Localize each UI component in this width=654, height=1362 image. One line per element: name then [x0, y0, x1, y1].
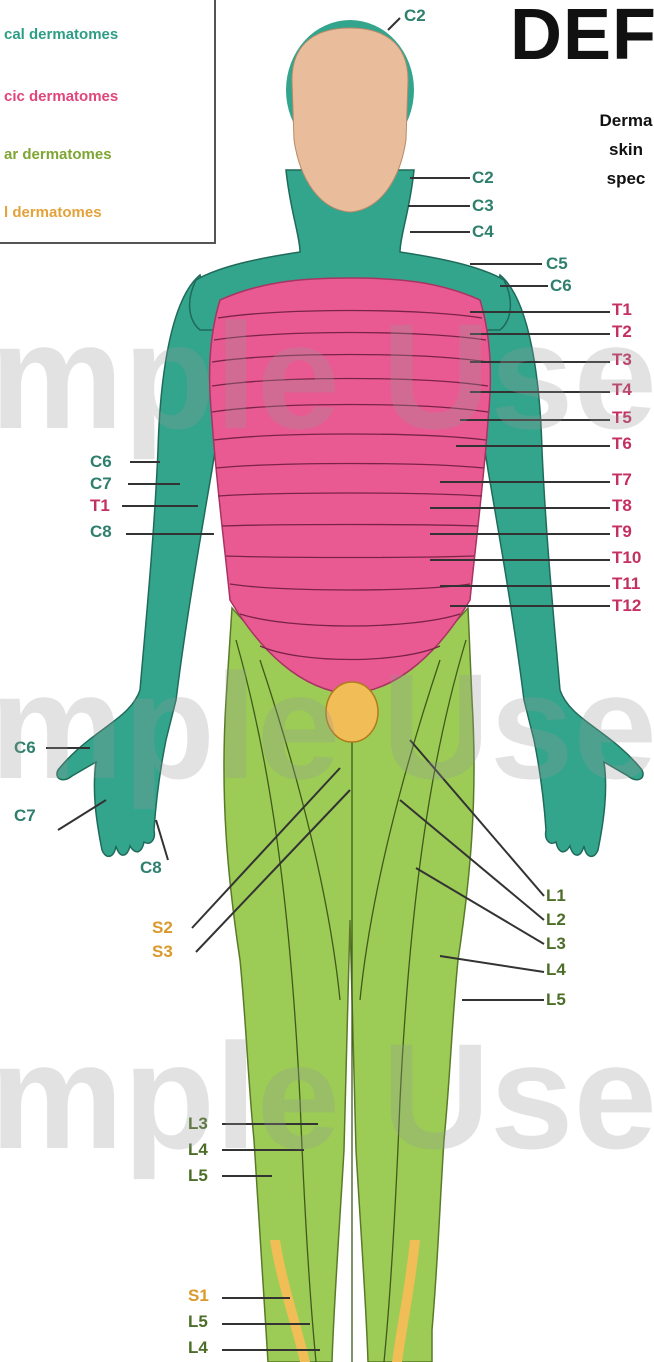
face: [292, 28, 408, 212]
thoracic-region-torso: [210, 278, 491, 694]
dermatome-label-c2: C2: [472, 168, 494, 188]
dermatome-label-c7: C7: [90, 474, 112, 494]
dermatome-label-l4: L4: [188, 1338, 208, 1358]
dermatome-label-t6: T6: [612, 434, 632, 454]
dermatome-label-c5: C5: [546, 254, 568, 274]
dermatome-label-t1: T1: [90, 496, 110, 516]
page-title: DEF: [510, 0, 654, 76]
sacral-region-genital: [326, 682, 378, 742]
dermatome-label-c8: C8: [140, 858, 162, 878]
dermatome-label-c3: C3: [472, 196, 494, 216]
legend-item-cervical: cal dermatomes: [4, 26, 118, 43]
legend-box: cal dermatomes cic dermatomes ar dermato…: [0, 0, 216, 244]
dermatome-label-c2: C2: [404, 6, 426, 26]
legend-item-lumbar: ar dermatomes: [4, 146, 112, 163]
dermatome-label-t1: T1: [612, 300, 632, 320]
subtitle-line: Derma: [566, 106, 654, 135]
dermatome-label-t5: T5: [612, 408, 632, 428]
dermatome-label-c6: C6: [550, 276, 572, 296]
dermatome-label-l5: L5: [188, 1166, 208, 1186]
cervical-region-left-arm: [57, 275, 226, 856]
dermatome-label-l5: L5: [188, 1312, 208, 1332]
legend-item-thoracic: cic dermatomes: [4, 88, 118, 105]
dermatome-label-t7: T7: [612, 470, 632, 490]
dermatome-label-t3: T3: [612, 350, 632, 370]
dermatome-label-s3: S3: [152, 942, 173, 962]
subtitle-line: skin: [566, 135, 654, 164]
dermatome-label-t8: T8: [612, 496, 632, 516]
dermatome-label-l1: L1: [546, 886, 566, 906]
subtitle: Derma skin spec: [566, 106, 654, 193]
dermatome-label-t2: T2: [612, 322, 632, 342]
dermatome-label-c4: C4: [472, 222, 494, 242]
dermatome-label-c7: C7: [14, 806, 36, 826]
dermatome-label-t4: T4: [612, 380, 632, 400]
dermatome-label-l3: L3: [188, 1114, 208, 1134]
dermatome-label-t9: T9: [612, 522, 632, 542]
dermatome-label-t11: T11: [612, 574, 640, 594]
dermatome-label-t12: T12: [612, 596, 641, 616]
dermatome-label-l4: L4: [546, 960, 566, 980]
dermatome-label-c8: C8: [90, 522, 112, 542]
dermatome-label-l2: L2: [546, 910, 566, 930]
dermatome-label-s2: S2: [152, 918, 173, 938]
dermatome-label-s1: S1: [188, 1286, 209, 1306]
dermatome-label-t10: T10: [612, 548, 641, 568]
legend-item-sacral: l dermatomes: [4, 204, 102, 221]
dermatome-label-c6: C6: [90, 452, 112, 472]
dermatome-label-l3: L3: [546, 934, 566, 954]
subtitle-line: spec: [566, 164, 654, 193]
dermatome-label-c6: C6: [14, 738, 36, 758]
dermatome-label-l4: L4: [188, 1140, 208, 1160]
dermatome-label-l5: L5: [546, 990, 566, 1010]
